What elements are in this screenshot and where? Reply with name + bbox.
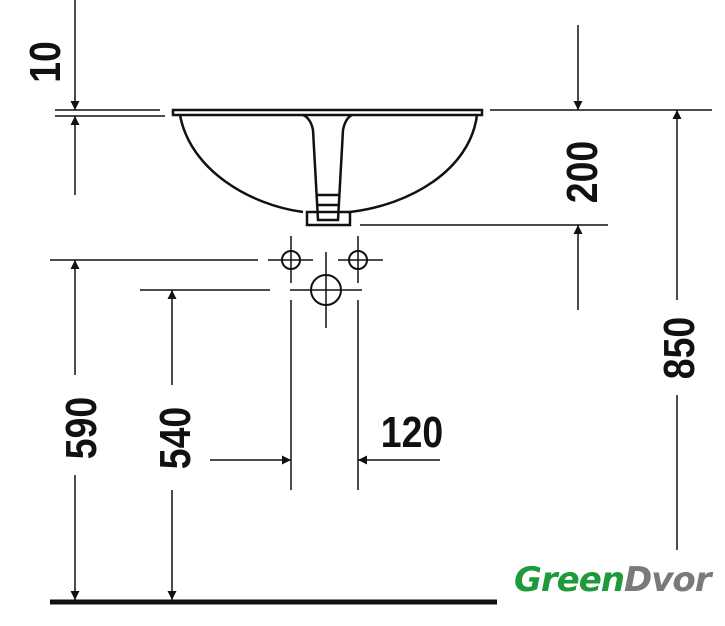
logo-gray-text: Dvor (624, 560, 712, 600)
dim-upper-connection-height: 590 (56, 397, 106, 459)
basin-outline (171, 108, 484, 227)
dim-drain-connection-height: 540 (150, 407, 200, 469)
logo-green-text: Green (514, 560, 625, 600)
dim-basin-depth: 200 (557, 141, 607, 203)
dim-total-height: 850 (654, 317, 704, 379)
dim-tap-spacing: 120 (381, 407, 443, 457)
tap-connections (281, 250, 368, 306)
dim-rim-thickness: 10 (20, 41, 70, 83)
dimension-lines (50, 0, 712, 600)
greendvor-logo: GreenDvor (514, 560, 712, 600)
